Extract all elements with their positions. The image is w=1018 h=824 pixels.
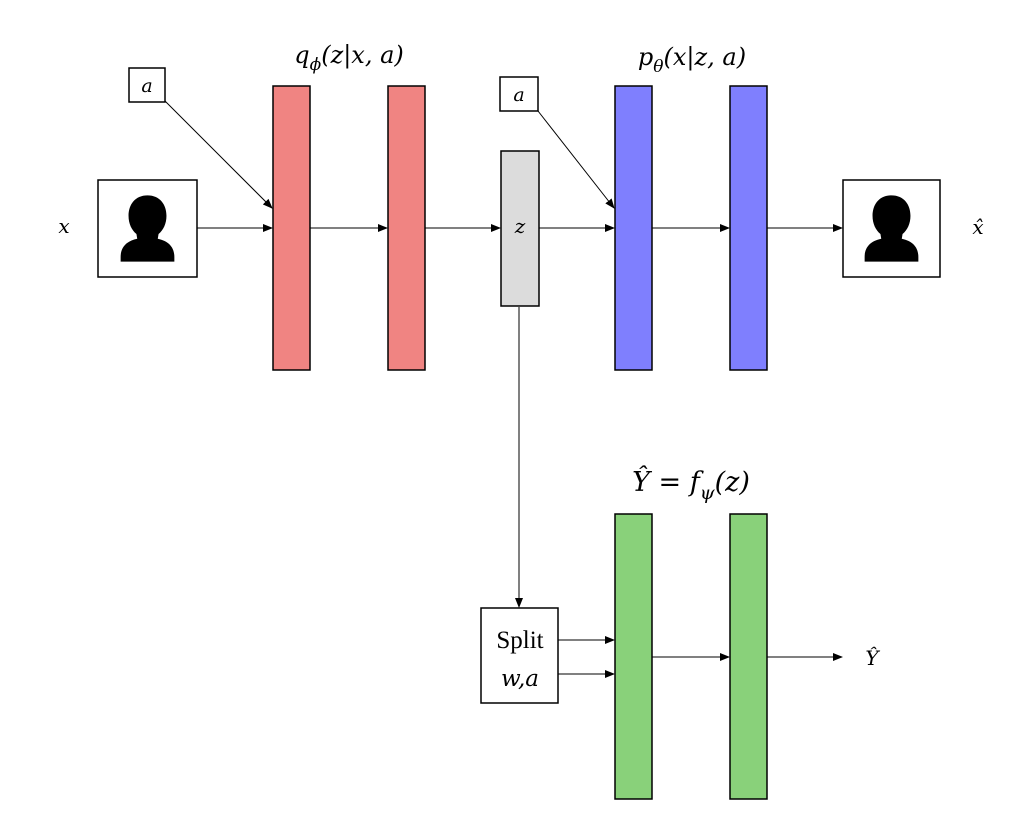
predictor-title: Ŷ = fψ(z) xyxy=(632,465,750,504)
side-input-a-decoder-box xyxy=(499,76,539,112)
encoder-title: qϕ(z|x, a) xyxy=(294,41,404,75)
input-x-label: x xyxy=(58,214,69,238)
arrow-a-to-encoder xyxy=(164,100,273,209)
latent-z-box xyxy=(500,150,540,307)
side-input-a-encoder-label: a xyxy=(141,75,152,97)
connectors xyxy=(164,100,843,678)
side-input-a-encoder-box xyxy=(128,67,166,103)
latent-z-label: z xyxy=(514,214,526,238)
encoder-layer-1 xyxy=(272,85,311,371)
predictor-layer-2 xyxy=(729,513,768,800)
output-x-hat-label: x̂ xyxy=(972,215,983,239)
split-box-vars: w,a xyxy=(501,666,539,692)
prediction-y-hat-label: Ŷ xyxy=(865,646,880,670)
decoder-title-args: (x|z, a) xyxy=(664,43,747,72)
arrow-a-to-decoder xyxy=(537,110,615,209)
predictor-layer-1 xyxy=(614,513,653,800)
predictor-title-lhs: Ŷ = xyxy=(632,465,690,498)
decoder-title: pθ(x|z, a) xyxy=(638,43,746,77)
encoder-title-sub: ϕ xyxy=(310,55,322,75)
input-image xyxy=(97,179,198,278)
encoder-title-var: q xyxy=(294,41,309,69)
predictor-title-var: f xyxy=(688,467,704,498)
split-box-title: Split xyxy=(496,627,543,654)
split-box xyxy=(480,607,559,704)
output-image xyxy=(842,179,941,278)
encoder-layer-2 xyxy=(387,85,426,371)
side-input-a-decoder-label: a xyxy=(513,84,524,106)
predictor-title-sub: ψ xyxy=(700,482,716,504)
decoder-title-var: p xyxy=(638,43,653,71)
decoder-title-sub: θ xyxy=(653,57,663,77)
decoder-layer-2 xyxy=(729,85,768,371)
predictor-title-args: (z) xyxy=(715,467,750,498)
decoder-layer-1 xyxy=(614,85,653,371)
encoder-title-args: (z|x, a) xyxy=(321,41,404,70)
